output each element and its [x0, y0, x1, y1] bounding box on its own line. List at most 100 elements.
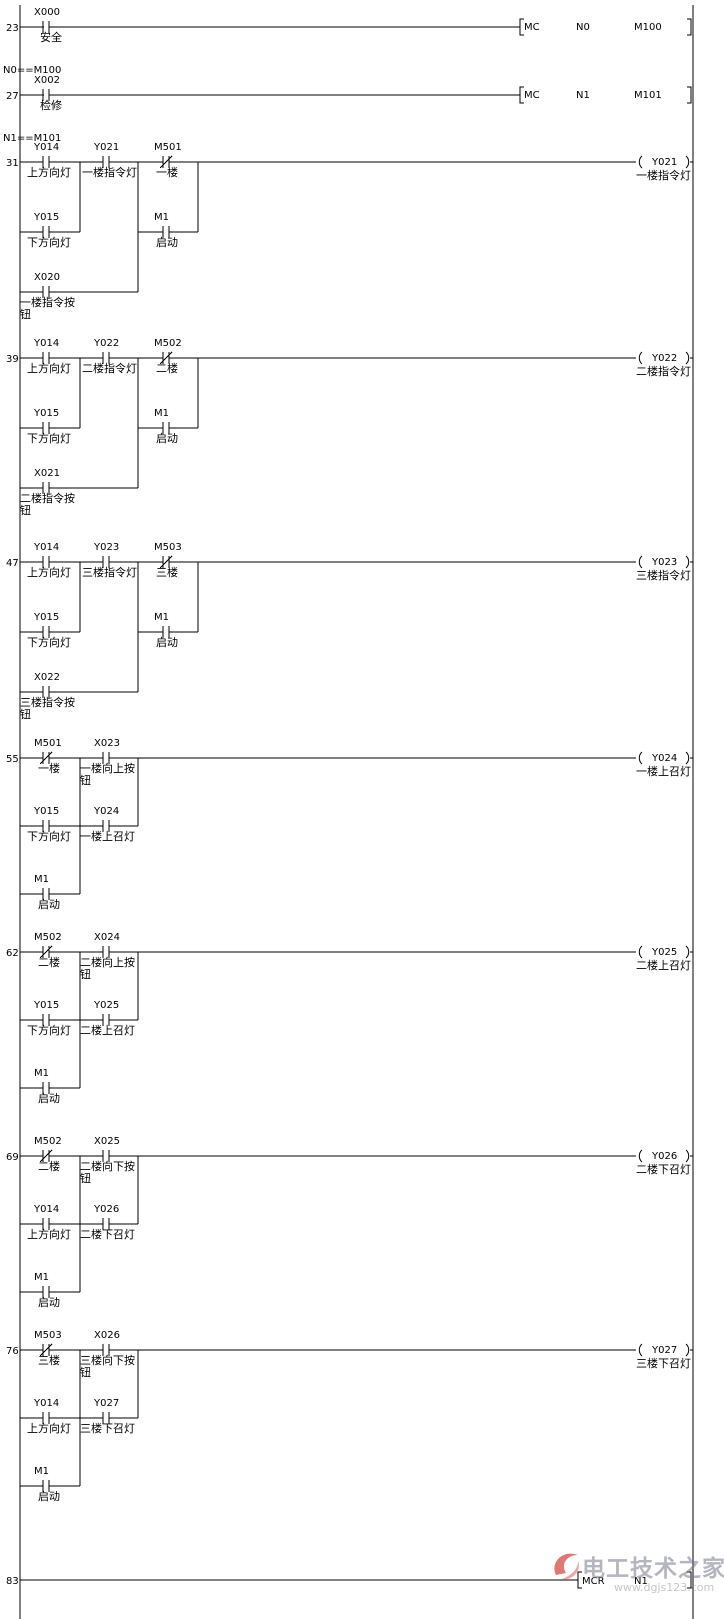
contact-label: 上方向灯 [27, 565, 71, 579]
instruction-op: MC [524, 90, 540, 101]
instruction-arg: N1 [634, 1576, 648, 1587]
coil-right-arc [685, 751, 690, 765]
contact-label: 二楼下召灯 [80, 1227, 135, 1241]
contact-address: M1 [34, 1068, 49, 1079]
contact-address: Y015 [33, 212, 59, 223]
instruction-op: MCR [582, 1576, 605, 1587]
step-number: 69 [6, 1152, 19, 1163]
contact-label: 二楼 [156, 361, 178, 375]
contact-label: 二楼 [38, 1159, 60, 1173]
contact-address: M1 [34, 874, 49, 885]
coil-label: 三楼指令灯 [636, 568, 691, 582]
contact-label: 二楼上召灯 [80, 1023, 135, 1037]
contact-address: Y014 [33, 1398, 59, 1409]
coil-left-arc [638, 555, 643, 569]
contact-address: M501 [34, 738, 62, 749]
step-number: 55 [6, 754, 19, 765]
contact-label-line2: 钮 [80, 1171, 91, 1185]
contact-label: 启动 [38, 898, 60, 911]
contact-label: 启动 [156, 432, 178, 445]
coil-left-arc [638, 155, 643, 169]
contact-label-line2: 钮 [80, 773, 91, 787]
instruction-arg: M101 [634, 90, 662, 101]
contact-address: M1 [34, 1466, 49, 1477]
coil-label: 三楼下召灯 [636, 1356, 691, 1370]
contact-label: 三楼指令按 [20, 695, 75, 709]
contact-address: Y014 [33, 1204, 59, 1215]
instruction-op: MC [524, 22, 540, 33]
contact-nc-slash [39, 751, 53, 765]
coil-address: Y023 [651, 557, 677, 568]
contact-address: Y015 [33, 806, 59, 817]
contact-address: Y027 [93, 1398, 119, 1409]
contact-address: Y014 [33, 542, 59, 553]
contact-label: 一楼向上按 [80, 761, 135, 775]
contact-label: 二楼 [38, 955, 60, 969]
contact-address: M503 [34, 1330, 62, 1341]
contact-label: 下方向灯 [27, 635, 71, 649]
contact-label: 三楼指令灯 [82, 565, 137, 579]
instruction-bracket-right [687, 18, 692, 36]
contact-label: 三楼 [156, 565, 178, 579]
coil-label: 二楼下召灯 [636, 1162, 691, 1176]
contact-address: X002 [34, 75, 60, 86]
contact-label-line2: 钮 [20, 307, 31, 321]
instruction-bracket-left [577, 1571, 582, 1589]
contact-address: X021 [34, 468, 60, 479]
contact-address: M502 [154, 338, 182, 349]
instruction-bracket-right [687, 1571, 692, 1589]
coil-address: Y026 [651, 1151, 677, 1162]
contact-address: X020 [34, 272, 60, 283]
contact-nc-slash [39, 1343, 53, 1357]
contact-address: M1 [154, 212, 169, 223]
coil-left-arc [638, 945, 643, 959]
contact-label: 上方向灯 [27, 1227, 71, 1241]
contact-label: 安全 [40, 30, 62, 44]
contact-address: M503 [154, 542, 182, 553]
coil-address: Y021 [651, 157, 677, 168]
coil-label: 一楼上召灯 [636, 764, 691, 778]
coil-address: Y022 [651, 353, 677, 364]
coil-right-arc [685, 1149, 690, 1163]
contact-address: Y015 [33, 612, 59, 623]
coil-address: Y025 [651, 947, 677, 958]
contact-label: 三楼向下按 [80, 1353, 135, 1367]
contact-address: Y025 [93, 1000, 119, 1011]
coil-label: 二楼指令灯 [636, 364, 691, 378]
contact-address: X023 [94, 738, 120, 749]
contact-label-line2: 钮 [80, 967, 91, 981]
contact-label: 启动 [156, 236, 178, 249]
contact-nc-slash [159, 155, 173, 169]
instruction-arg: N0 [576, 22, 590, 33]
coil-right-arc [685, 1343, 690, 1357]
contact-label: 启动 [38, 1092, 60, 1105]
step-number: 39 [6, 354, 19, 365]
contact-label: 下方向灯 [27, 431, 71, 445]
contact-label: 启动 [156, 636, 178, 649]
contact-label: 检修 [40, 98, 62, 112]
contact-address: X000 [34, 7, 60, 18]
contact-label: 下方向灯 [27, 1023, 71, 1037]
contact-label: 一楼 [38, 761, 60, 775]
contact-address: M502 [34, 932, 62, 943]
coil-left-arc [638, 1343, 643, 1357]
contact-address: Y026 [93, 1204, 119, 1215]
instruction-bracket-left [519, 18, 524, 36]
coil-right-arc [685, 155, 690, 169]
instruction-arg: M100 [634, 22, 662, 33]
contact-label: 二楼指令按 [20, 491, 75, 505]
contact-label: 三楼 [38, 1353, 60, 1367]
contact-label: 启动 [38, 1296, 60, 1309]
step-number: 47 [6, 558, 19, 569]
coil-left-arc [638, 1149, 643, 1163]
contact-address: Y024 [93, 806, 119, 817]
contact-address: M1 [154, 408, 169, 419]
contact-label: 一楼指令按 [20, 295, 75, 309]
contact-label-line2: 钮 [20, 707, 31, 721]
contact-address: Y021 [93, 142, 119, 153]
contact-label: 二楼向下按 [80, 1159, 135, 1173]
contact-label: 下方向灯 [27, 235, 71, 249]
contact-address: Y015 [33, 408, 59, 419]
coil-right-arc [685, 945, 690, 959]
